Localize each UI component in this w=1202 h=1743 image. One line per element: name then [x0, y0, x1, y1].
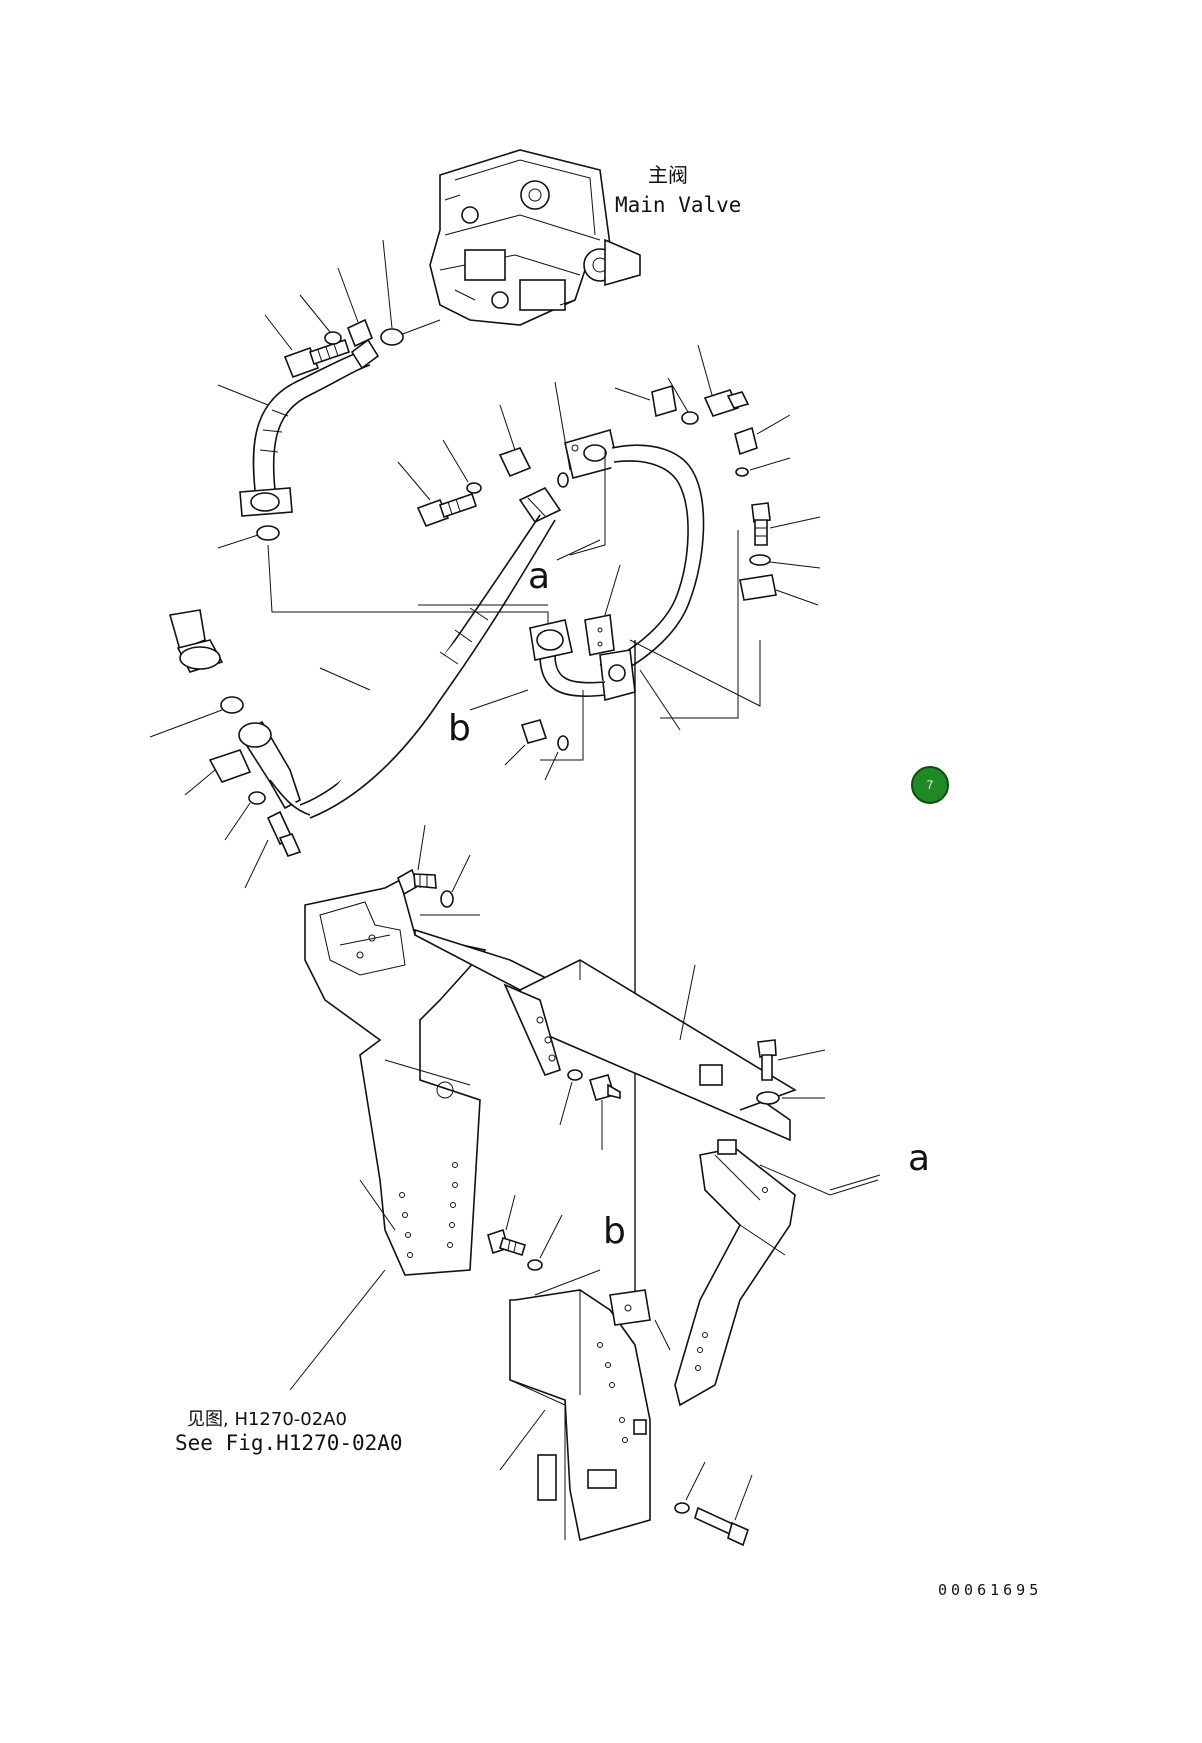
middle-hose-group [299, 404, 562, 819]
arrow-b-upper [469, 689, 529, 711]
callout-b-upper: b [448, 708, 471, 749]
main-valve-label-cn: 主阀 [648, 163, 688, 187]
page-badge[interactable]: 7 [911, 766, 949, 804]
callout-a-lower: a [908, 1138, 930, 1179]
frame-bolts-lower [487, 1194, 563, 1271]
left-frame-support [289, 878, 487, 1391]
adapter-b [504, 690, 584, 781]
lower-center-column [499, 1289, 753, 1547]
pipe-clamp-plate [584, 564, 621, 656]
callout-b-lower: b [603, 1211, 626, 1252]
oring-link-line [267, 544, 549, 627]
main-valve [399, 149, 641, 336]
see-fig-label-en: See Fig.H1270-02A0 [175, 1431, 403, 1455]
drawing-number: 00061695 [938, 1581, 1042, 1599]
arrow-a-upper [556, 539, 601, 561]
upper-right-pipe [529, 344, 750, 731]
upper-left-hose-group [217, 239, 404, 517]
main-valve-label-en: Main Valve [615, 193, 741, 217]
cross-beam [414, 928, 797, 1142]
right-small-parts [660, 414, 821, 719]
see-fig-label-cn: 见图, H1270-02A0 [187, 1409, 347, 1430]
frame-bolts-upper [397, 824, 480, 916]
arrow-b-lower [534, 1269, 601, 1296]
callout-a-upper: a [528, 556, 550, 597]
lower-left-fittings [149, 609, 311, 889]
right-bracket [674, 1139, 879, 1407]
oring-left [217, 525, 280, 549]
frame-bolts-middle [559, 1039, 826, 1150]
